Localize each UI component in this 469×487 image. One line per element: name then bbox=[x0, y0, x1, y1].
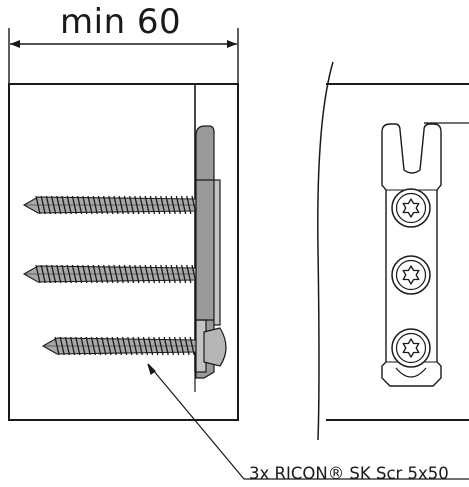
dimension-lines bbox=[8, 28, 239, 84]
left-section-view bbox=[8, 83, 239, 421]
torx-screw-head-icon bbox=[391, 255, 431, 295]
timber-outline bbox=[8, 83, 239, 421]
connector-plate-icon bbox=[195, 125, 227, 379]
right-elevation-view bbox=[317, 61, 469, 441]
torx-heads-group bbox=[391, 188, 431, 368]
leader-line bbox=[147, 363, 469, 480]
break-line bbox=[317, 61, 334, 441]
screw-icon bbox=[22, 195, 197, 215]
torx-screw-head-icon bbox=[391, 188, 431, 228]
screws-group bbox=[22, 195, 197, 356]
connector-front-view bbox=[381, 123, 442, 387]
screw-icon bbox=[41, 336, 197, 356]
torx-screw-head-icon bbox=[391, 328, 431, 368]
callout-leader bbox=[147, 122, 469, 480]
leader-arrowhead bbox=[147, 363, 156, 375]
dimension-label: min 60 bbox=[60, 2, 182, 42]
screw-icon bbox=[22, 264, 197, 284]
callout-label: 3x RICON® SK Scr 5x50 bbox=[249, 464, 449, 483]
